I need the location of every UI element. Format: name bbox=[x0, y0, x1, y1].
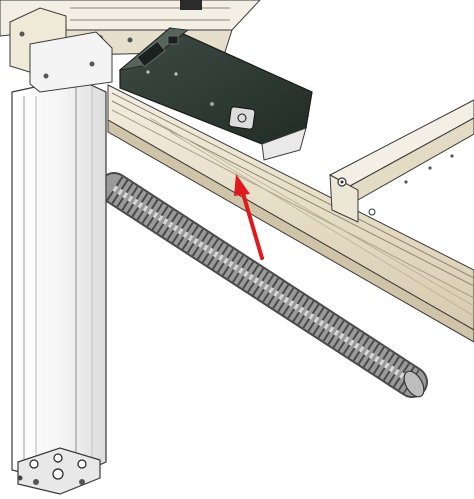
red-arrow-icon bbox=[234, 174, 264, 260]
vertical-column bbox=[9, 7, 113, 495]
control-box bbox=[118, 27, 313, 161]
spiral-cable-hose-icon bbox=[98, 172, 428, 398]
main-rail bbox=[107, 84, 474, 343]
right-cross-arm bbox=[328, 99, 474, 223]
